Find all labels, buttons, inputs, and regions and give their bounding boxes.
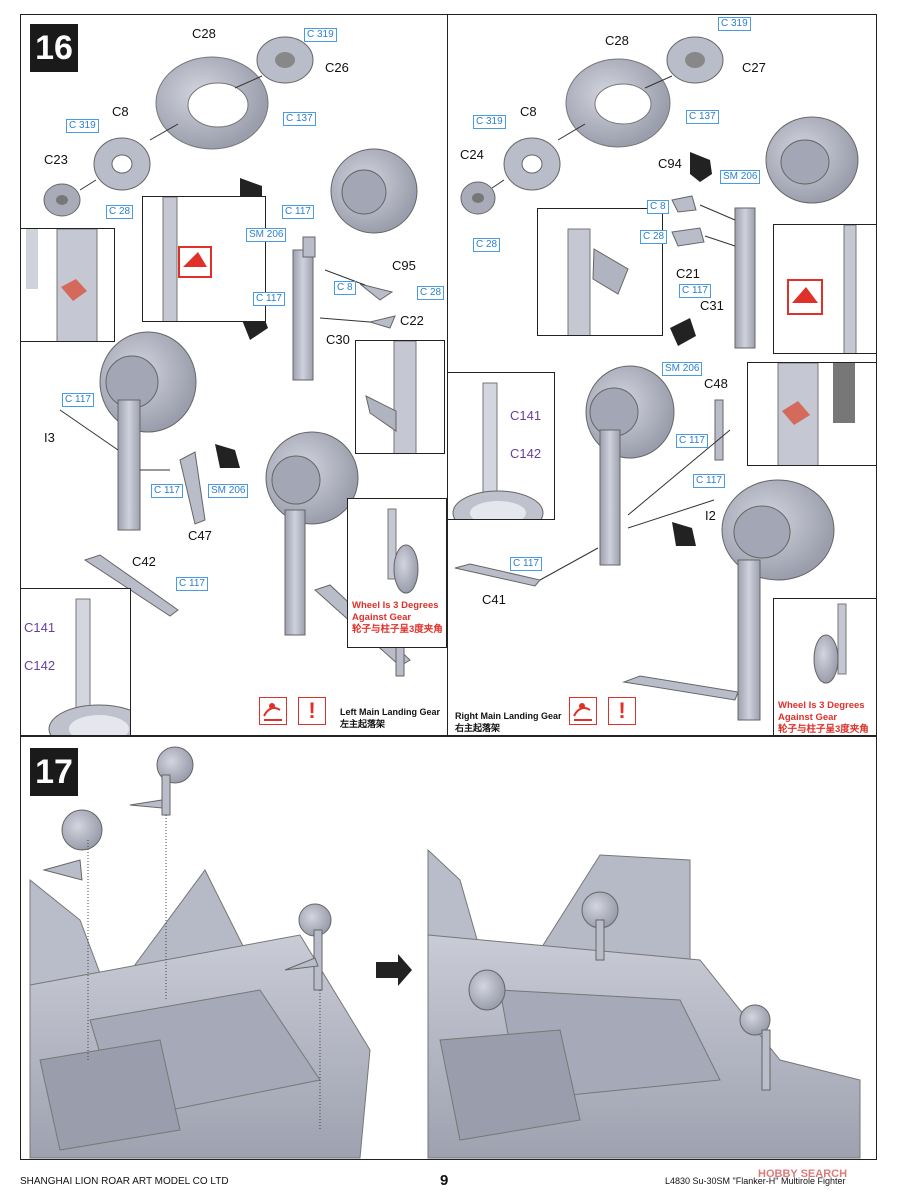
part-callout: SM 206: [720, 170, 761, 184]
part-label: C24: [460, 147, 484, 162]
part-label: C26: [325, 60, 349, 75]
inset-c141-c142-right: [447, 372, 555, 520]
hub-c8-right: [503, 137, 561, 191]
part-label: C21: [676, 266, 700, 281]
part-label: C31: [700, 298, 724, 313]
part-label: C48: [704, 376, 728, 391]
hub-c27-right: [666, 36, 724, 84]
page-number: 9: [440, 1172, 449, 1189]
paint-icon-right: [569, 697, 597, 725]
part-label: I2: [705, 508, 716, 523]
caption-cn: 右主起落架: [455, 723, 501, 733]
caption-en: Left Main Landing Gear: [340, 707, 441, 717]
part-callout: C 8: [334, 281, 356, 295]
inset-strut-detail-right: [537, 208, 663, 336]
note-line: 轮子与柱子呈3度夹角: [352, 624, 443, 635]
step-17-panel: [20, 736, 877, 1160]
part-callout: C 117: [693, 474, 725, 488]
tire-c28-left: [155, 56, 269, 150]
warning-icon-right: !: [608, 697, 636, 725]
note-line: Wheel Is 3 Degrees: [352, 600, 439, 611]
part-callout: C 117: [510, 557, 542, 571]
part-callout: C 28: [640, 230, 668, 244]
part-callout: C 117: [62, 393, 94, 407]
part-callout: C 117: [253, 292, 285, 306]
part-label: C8: [520, 104, 537, 119]
part-callout: C 137: [686, 110, 719, 124]
part-label: C27: [742, 60, 766, 75]
assembled-gear-right-mid: [454, 365, 731, 587]
hub-c24-right: [460, 181, 496, 215]
hub-c23-left: [43, 183, 81, 217]
caption-left-main-gear: Left Main Landing Gear 左主起落架: [340, 706, 440, 730]
wheel-angle-note-right: Wheel Is 3 Degrees Against Gear 轮子与柱子呈3度…: [778, 700, 878, 736]
inset-strut-zoom-left: [20, 228, 115, 342]
part-label: C28: [605, 33, 629, 48]
inset-wheel-angle-right: [773, 598, 877, 736]
part-callout: C 117: [151, 484, 183, 498]
wheel-left-top: [330, 148, 418, 234]
inset-label: C141: [24, 620, 56, 635]
part-callout: C 117: [176, 577, 208, 591]
wheel-angle-note-left: Wheel Is 3 Degrees Against Gear 轮子与柱子呈3度…: [352, 600, 448, 636]
part-callout: C 28: [417, 286, 445, 300]
assembled-gear-right-final: [622, 479, 835, 721]
inset-wheel-angle-left: [347, 498, 447, 648]
warning-icon-left: !: [298, 697, 326, 725]
caption-cn: 左主起落架: [340, 719, 386, 729]
note-line: 轮子与柱子呈3度夹角: [778, 724, 869, 735]
step-16-number: 16: [30, 24, 78, 72]
wheel-right-top: [765, 116, 859, 204]
part-callout: C 117: [676, 434, 708, 448]
part-callout: C 28: [106, 205, 134, 219]
paint-icon-left: [259, 697, 287, 725]
part-label: C41: [482, 592, 506, 607]
part-callout: C 319: [473, 115, 506, 129]
part-callout: C 117: [282, 205, 314, 219]
step-16-drawing: [43, 36, 859, 721]
part-callout: SM 206: [662, 362, 703, 376]
caption-en: Right Main Landing Gear: [455, 711, 562, 721]
footer-company: SHANGHAI LION ROAR ART MODEL CO LTD: [20, 1176, 229, 1187]
part-callout: C 319: [304, 28, 337, 42]
part-label: I3: [44, 430, 55, 445]
part-label: C23: [44, 152, 68, 167]
tire-c28-right: [565, 58, 671, 148]
caption-right-main-gear: Right Main Landing Gear 右主起落架: [455, 710, 562, 734]
inset-strut-mark-right: [773, 224, 877, 354]
part-label: C28: [192, 26, 216, 41]
note-line: Against Gear: [352, 612, 412, 623]
inset-label: C142: [510, 446, 542, 461]
part-callout: C 28: [473, 238, 501, 252]
hub-c8-left: [93, 137, 151, 191]
part-label: C8: [112, 104, 129, 119]
part-callout: C 137: [283, 112, 316, 126]
part-callout: C 117: [679, 284, 711, 298]
inset-strut-detail-left: [142, 196, 266, 322]
part-label: C94: [658, 156, 682, 171]
hub-c26-left: [256, 36, 314, 84]
footer-product: L4830 Su-30SM "Flanker-H" Multirole Figh…: [665, 1176, 846, 1186]
inset-label: C141: [510, 408, 542, 423]
part-callout: C 319: [66, 119, 99, 133]
part-callout: SM 206: [246, 228, 287, 242]
part-label: C22: [400, 313, 424, 328]
step-17-number: 17: [30, 748, 78, 796]
inset-linkage-left: [355, 340, 445, 454]
watermark: HOBBY SEARCH: [758, 1168, 848, 1180]
part-callout: SM 206: [208, 484, 249, 498]
inset-c141-c142-left: [20, 588, 131, 736]
inset-strut-zoom-right: [747, 362, 877, 466]
assembled-gear-left-mid: [59, 331, 206, 617]
part-label: C95: [392, 258, 416, 273]
part-label: C47: [188, 528, 212, 543]
part-callout: C 8: [647, 200, 669, 214]
part-label: C42: [132, 554, 156, 569]
inset-label: C142: [24, 658, 56, 673]
note-line: Wheel Is 3 Degrees: [778, 700, 865, 711]
part-callout: C 319: [718, 17, 751, 31]
part-label: C30: [326, 332, 350, 347]
note-line: Against Gear: [778, 712, 838, 723]
